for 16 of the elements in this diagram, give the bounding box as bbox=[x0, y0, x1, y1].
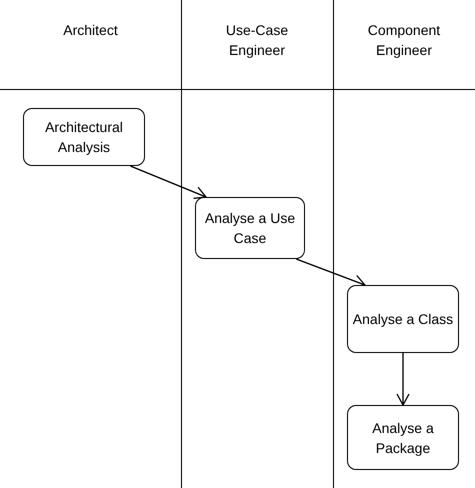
swimlane bbox=[0, 0, 182, 488]
activity-label: Analyse a Use Case bbox=[204, 209, 296, 248]
lane-header: Component Engineer bbox=[366, 21, 442, 60]
activity-box bbox=[347, 405, 459, 470]
swimlane bbox=[181, 0, 334, 488]
activity-box bbox=[347, 285, 459, 353]
arrow bbox=[396, 353, 410, 406]
arrow bbox=[130, 165, 207, 200]
activity-label: Analyse a Package bbox=[371, 418, 435, 458]
activity-label: Analyse a Class bbox=[352, 310, 454, 329]
activity-label: Architectural Analysis bbox=[44, 118, 124, 157]
lane-header: Architect bbox=[62, 21, 119, 40]
lane-header: Use-Case Engineer bbox=[224, 21, 290, 60]
activity-box bbox=[23, 108, 145, 166]
arrow bbox=[296, 258, 366, 288]
activity-box bbox=[195, 197, 305, 259]
